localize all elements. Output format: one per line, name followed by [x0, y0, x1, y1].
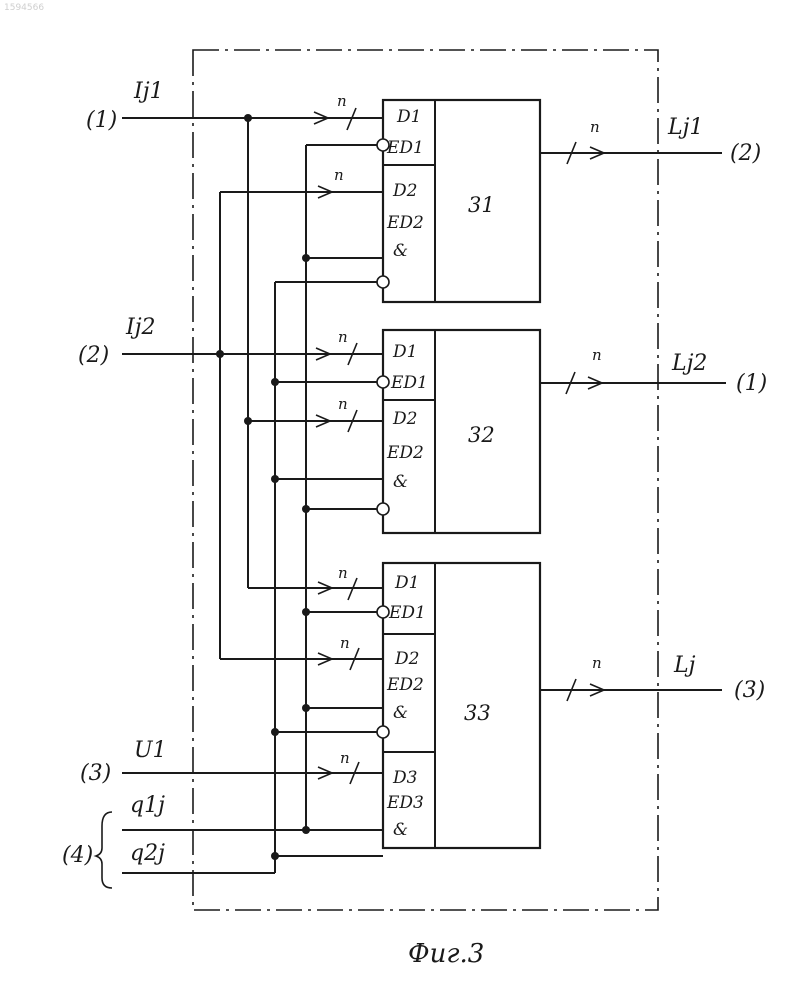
block-33-pin-and-2: & [393, 820, 408, 840]
input-q: (4) q1j q2j [62, 793, 383, 888]
bus-width-label: n [334, 166, 344, 184]
bus-width-label: n [340, 634, 350, 652]
block-33-pin-d3: D3 [392, 768, 417, 788]
block-32: D1 ED1 D2 ED2 & 32 [383, 330, 540, 533]
bus-width-label: n [338, 395, 348, 413]
block-33: D1 ED1 D2 ED2 & D3 ED3 & 33 [383, 563, 540, 848]
block-32-pin-and: & [393, 472, 408, 492]
bus-width-label: n [338, 328, 348, 346]
input-ij2: (2) Ij2 n n n [78, 166, 383, 670]
input-q1j-signal: q1j [130, 793, 165, 818]
output-lj-signal: Lj [673, 653, 696, 678]
output-lj1-signal: Lj1 [667, 115, 703, 140]
block-33-pin-d2: D2 [394, 649, 419, 669]
input-u1-signal: U1 [134, 738, 167, 763]
bus-width-label: n [592, 346, 602, 364]
corner-number: 1594566 [4, 3, 44, 13]
input-u1: (3) U1 n [80, 738, 383, 786]
block-33-id: 33 [464, 701, 491, 725]
block-31-pin-ed1: ED1 [386, 138, 424, 158]
block-31-pin-d1: D1 [396, 107, 421, 127]
block-31: D1 ED1 D2 ED2 & 31 [383, 100, 540, 302]
input-ij2-port: (2) [78, 343, 109, 368]
input-q2j-signal: q2j [130, 841, 165, 866]
input-ij1-signal: Ij1 [133, 79, 164, 104]
block-33-pin-d1: D1 [394, 573, 419, 593]
input-ij2-signal: Ij2 [125, 315, 156, 340]
figure-caption: Фиг.3 [408, 939, 484, 969]
output-lj-port: (3) [734, 678, 765, 703]
block-31-frame [383, 100, 540, 302]
bus-width-label: n [340, 749, 350, 767]
block-32-id: 32 [468, 423, 495, 447]
block-32-pin-d2: D2 [392, 409, 417, 429]
block-33-pin-and: & [393, 703, 408, 723]
block-31-pin-and: & [393, 241, 408, 261]
output-lj: n Lj (3) [540, 653, 765, 703]
input-q-port: (4) [62, 843, 93, 868]
bus-width-label: n [337, 92, 347, 110]
block-33-pin-ed2: ED2 [386, 675, 424, 695]
bus-q2j [271, 276, 389, 856]
bus-q1j [302, 139, 389, 830]
output-lj2-port: (1) [736, 371, 767, 396]
output-lj1: n Lj1 (2) [540, 115, 761, 166]
block-31-id: 31 [468, 193, 495, 217]
bus-width-label: n [590, 118, 600, 136]
block-33-pin-ed1: ED1 [388, 603, 426, 623]
bus-width-label: n [338, 564, 348, 582]
input-u1-port: (3) [80, 761, 111, 786]
block-32-pin-d1: D1 [392, 342, 417, 362]
block-31-pin-ed2: ED2 [386, 213, 424, 233]
block-32-pin-ed2: ED2 [386, 443, 424, 463]
block-33-pin-ed3: ED3 [386, 793, 424, 813]
output-lj2: n Lj2 (1) [540, 346, 767, 396]
block-32-pin-ed1: ED1 [390, 373, 428, 393]
output-lj1-port: (2) [730, 141, 761, 166]
input-ij1-port: (1) [86, 108, 117, 133]
block-31-pin-d2: D2 [392, 181, 417, 201]
bus-width-label: n [592, 654, 602, 672]
output-lj2-signal: Lj2 [671, 351, 707, 376]
